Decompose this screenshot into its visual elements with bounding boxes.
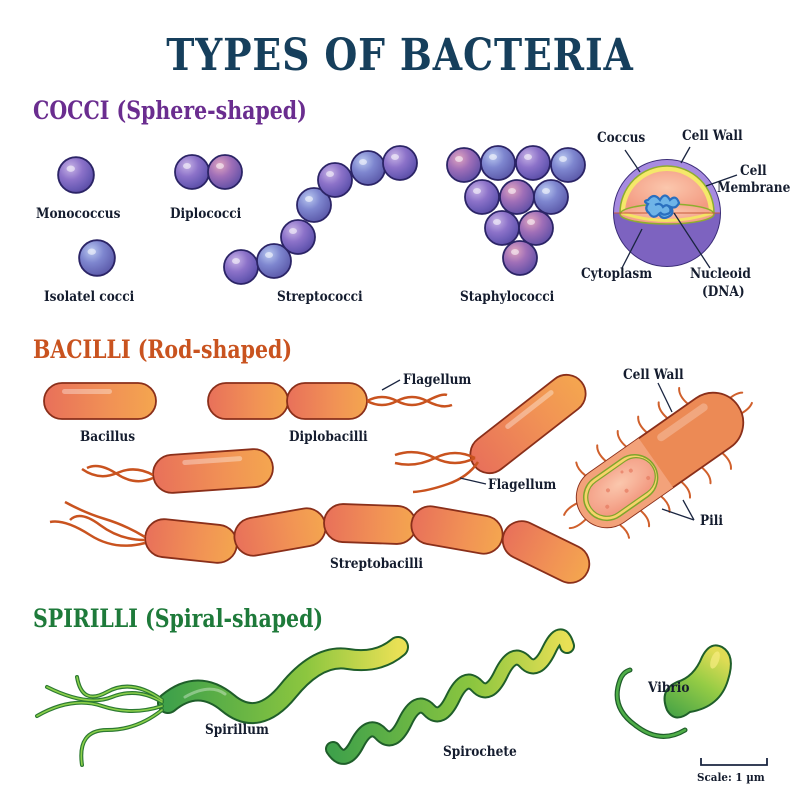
- spirochete-illustration: [325, 628, 575, 765]
- flagellum-label-mid: Flagellum: [488, 477, 557, 493]
- streptococci-illustration: [223, 145, 418, 285]
- bacillus-anatomy-illustration: [563, 382, 753, 539]
- staphylococci-label: Staphylococci: [460, 289, 555, 305]
- spirillum-label: Spirillum: [205, 722, 269, 738]
- cytoplasm-label: Cytoplasm: [581, 266, 653, 282]
- coccus-anatomy-label: Coccus: [597, 130, 646, 146]
- bacillus-illustration: [43, 382, 157, 420]
- spirillum-illustration: [35, 636, 409, 767]
- bacilli-heading: BACILLI (Rod-shaped): [33, 335, 293, 364]
- diplobacilli-illustration: [207, 379, 453, 420]
- pili-label: Pili: [700, 513, 723, 529]
- diplococci-illustration: [174, 154, 243, 190]
- angled-bacillus-illustration: [394, 373, 587, 494]
- nucleoid-label-line1: Nucleoid: [690, 266, 751, 282]
- cell-membrane-label-line1: Cell: [740, 163, 767, 179]
- cocci-heading: COCCI (Sphere-shaped): [33, 96, 307, 125]
- cell-wall-label-bacilli: Cell Wall: [623, 367, 684, 383]
- isolated-cocci-illustration: [78, 239, 116, 277]
- staphylococci-illustration: [446, 145, 586, 276]
- coccus-anatomy-illustration: [613, 146, 738, 269]
- isolated-cocci-label: Isolatel cocci: [44, 289, 135, 305]
- bacillus-label: Bacillus: [80, 429, 136, 445]
- diplobacilli-label: Diplobacilli: [289, 429, 368, 445]
- scale-bar: [700, 758, 768, 766]
- flagellated-bacillus-illustration: [81, 448, 274, 494]
- flagellum-label-top: Flagellum: [403, 372, 472, 388]
- cell-wall-label-cocci: Cell Wall: [682, 128, 743, 144]
- spirilli-heading: SPIRILLI (Spiral-shaped): [33, 604, 324, 633]
- page-title: TYPES OF BACTERIA: [166, 30, 634, 81]
- diplococci-label: Diplococci: [170, 206, 242, 222]
- streptobacilli-label: Streptobacilli: [330, 556, 423, 572]
- cell-membrane-label-line2: Membrane: [717, 180, 791, 196]
- streptococci-label: Streptococci: [277, 289, 363, 305]
- scale-label: Scale: 1 µm: [697, 770, 765, 784]
- vibrio-label: Vibrio: [648, 680, 690, 696]
- vibrio-illustration: [614, 644, 732, 739]
- nucleoid-label-line2: (DNA): [702, 284, 745, 300]
- streptobacilli-illustration: [49, 500, 591, 584]
- monococcus-label: Monococcus: [36, 206, 121, 222]
- spirochete-label: Spirochete: [443, 744, 517, 760]
- monococcus-illustration: [57, 156, 95, 194]
